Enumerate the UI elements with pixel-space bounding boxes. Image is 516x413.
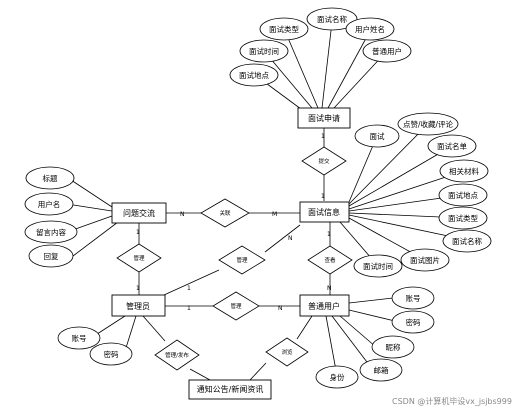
attr-application-user: 普通用户 xyxy=(372,46,402,56)
entity-interview-application-label: 面试申请 xyxy=(308,113,340,123)
attr-qa-reply: 回复 xyxy=(44,251,59,261)
relationship-manage-notice-label: 管理/发布 xyxy=(165,351,189,359)
attr-info-interview: 面试 xyxy=(370,131,385,141)
card-admin-user-right: N xyxy=(278,305,283,312)
entity-notice-label: 通知公告/新闻资讯 xyxy=(197,384,264,394)
card-qa-mgmt-top: 1 xyxy=(136,229,140,236)
entity-regular-user: 普通用户 xyxy=(299,294,350,317)
relationship-manage-user: 管理 xyxy=(212,291,260,321)
relationship-manage-notice: 管理/发布 xyxy=(154,339,200,371)
card-admin-info-left: 1 xyxy=(187,285,191,292)
attr-user-email: 邮箱 xyxy=(374,365,389,375)
relationship-related-label: 关联 xyxy=(219,209,231,217)
entity-regular-user-label: 普通用户 xyxy=(308,301,340,311)
relationship-browse-label: 浏览 xyxy=(281,348,293,356)
card-admin-info-right: N xyxy=(288,235,293,242)
relationship-manage-user-label: 管理 xyxy=(230,302,242,310)
attr-application-type: 面试类型 xyxy=(269,24,299,34)
attr-admin-password: 密码 xyxy=(104,349,119,359)
attr-application-time: 面试时间 xyxy=(249,46,279,56)
card-qa-mgmt-bottom: 1 xyxy=(136,285,140,292)
attr-application-user-name: 用户姓名 xyxy=(355,24,385,34)
relationship-manage-info-label: 管理 xyxy=(236,256,248,264)
relationship-related: 关联 xyxy=(200,198,250,228)
entity-notice: 通知公告/新闻资讯 xyxy=(188,379,272,400)
entity-interview-info-label: 面试信息 xyxy=(308,207,340,217)
attr-info-materials: 相关材料 xyxy=(449,166,479,176)
attr-user-identity: 身份 xyxy=(330,372,345,382)
attr-info-list: 面试名单 xyxy=(437,141,467,151)
card-qa-right: M xyxy=(272,211,277,218)
relationship-browse: 浏览 xyxy=(265,337,309,367)
card-qa-left: N xyxy=(180,211,185,218)
attr-admin-account: 账号 xyxy=(72,334,87,343)
entity-interview-info: 面试信息 xyxy=(299,201,350,223)
card-admin-user-left: 1 xyxy=(187,305,191,312)
card-submit-top: 1 xyxy=(321,133,325,140)
relationship-manage-info: 管理 xyxy=(218,245,266,275)
attr-qa-username: 用户名 xyxy=(38,199,61,209)
attr-info-time: 面试时间 xyxy=(363,261,393,271)
entity-interview-application: 面试申请 xyxy=(297,107,351,129)
attr-application-location: 面试地点 xyxy=(239,70,269,80)
entity-admin-label: 管理员 xyxy=(126,301,150,311)
relationship-submit-label: 提交 xyxy=(318,157,330,165)
relationship-submit: 提交 xyxy=(301,146,347,176)
card-submit-bottom: 1 xyxy=(321,193,325,200)
attr-user-nickname: 昵称 xyxy=(386,342,401,352)
csdn-watermark: CSDN @计算机毕设vx_jsjbs999 xyxy=(392,397,512,406)
card-view-bottom: N xyxy=(327,285,332,292)
attr-qa-message: 留言内容 xyxy=(36,227,66,237)
attr-info-name: 面试名称 xyxy=(452,236,482,246)
attr-info-like-fav-comment: 点赞/收藏/评论 xyxy=(403,119,454,129)
relationship-view: 查看 xyxy=(307,245,353,275)
entity-question-exchange: 问题交流 xyxy=(111,202,167,224)
relationship-manage-qa-label: 管理 xyxy=(133,254,145,262)
entity-admin: 管理员 xyxy=(111,294,166,317)
entity-question-exchange-label: 问题交流 xyxy=(123,208,155,218)
attr-info-location: 面试地点 xyxy=(448,190,478,200)
attr-info-type: 面试类型 xyxy=(448,213,478,223)
card-view-top: 1 xyxy=(327,231,331,238)
relationship-manage-qa: 管理 xyxy=(116,243,162,273)
attr-application-name: 面试名称 xyxy=(317,14,347,24)
relationship-view-label: 查看 xyxy=(324,256,336,264)
attr-user-password: 密码 xyxy=(406,317,421,327)
attr-qa-title: 标题 xyxy=(43,173,58,183)
attr-user-account: 账号 xyxy=(406,294,421,303)
attr-info-image: 面试图片 xyxy=(410,255,440,265)
